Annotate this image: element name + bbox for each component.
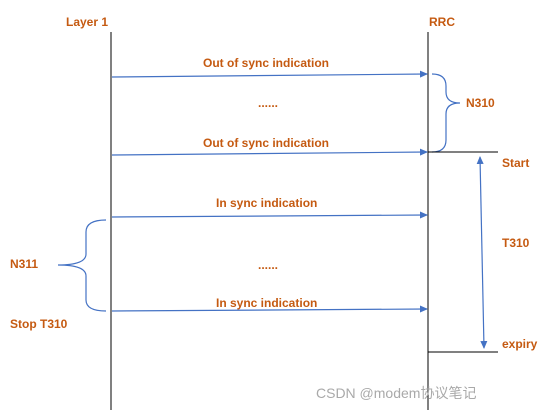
in-sync-arrow-2 — [111, 305, 428, 313]
out-of-sync-arrow-1 — [111, 70, 428, 78]
rrc-label: RRC — [429, 15, 455, 29]
n311-label: N311 — [10, 257, 39, 271]
in-sync-arrow-1 — [111, 211, 428, 219]
t310-label: T310 — [502, 236, 530, 250]
watermark: CSDN @modem协议笔记 — [316, 385, 477, 401]
in-sync-label-1: In sync indication — [216, 196, 318, 210]
n311-brace — [57, 219, 107, 312]
ellipsis-top: ...... — [258, 96, 279, 110]
start-label: Start — [502, 156, 530, 170]
out-of-sync-label-2: Out of sync indication — [203, 136, 330, 150]
out-of-sync-label-1: Out of sync indication — [203, 56, 330, 70]
ellipsis-bottom: ...... — [258, 258, 279, 272]
out-of-sync-arrow-2 — [111, 148, 428, 156]
layer1-label: Layer 1 — [66, 15, 109, 29]
in-sync-label-2: In sync indication — [216, 296, 318, 310]
n310-brace — [431, 73, 461, 153]
expiry-label: expiry — [502, 337, 538, 351]
stop-t310-label: Stop T310 — [10, 317, 68, 331]
n310-label: N310 — [466, 96, 495, 110]
t310-duration-arrow — [476, 156, 488, 349]
